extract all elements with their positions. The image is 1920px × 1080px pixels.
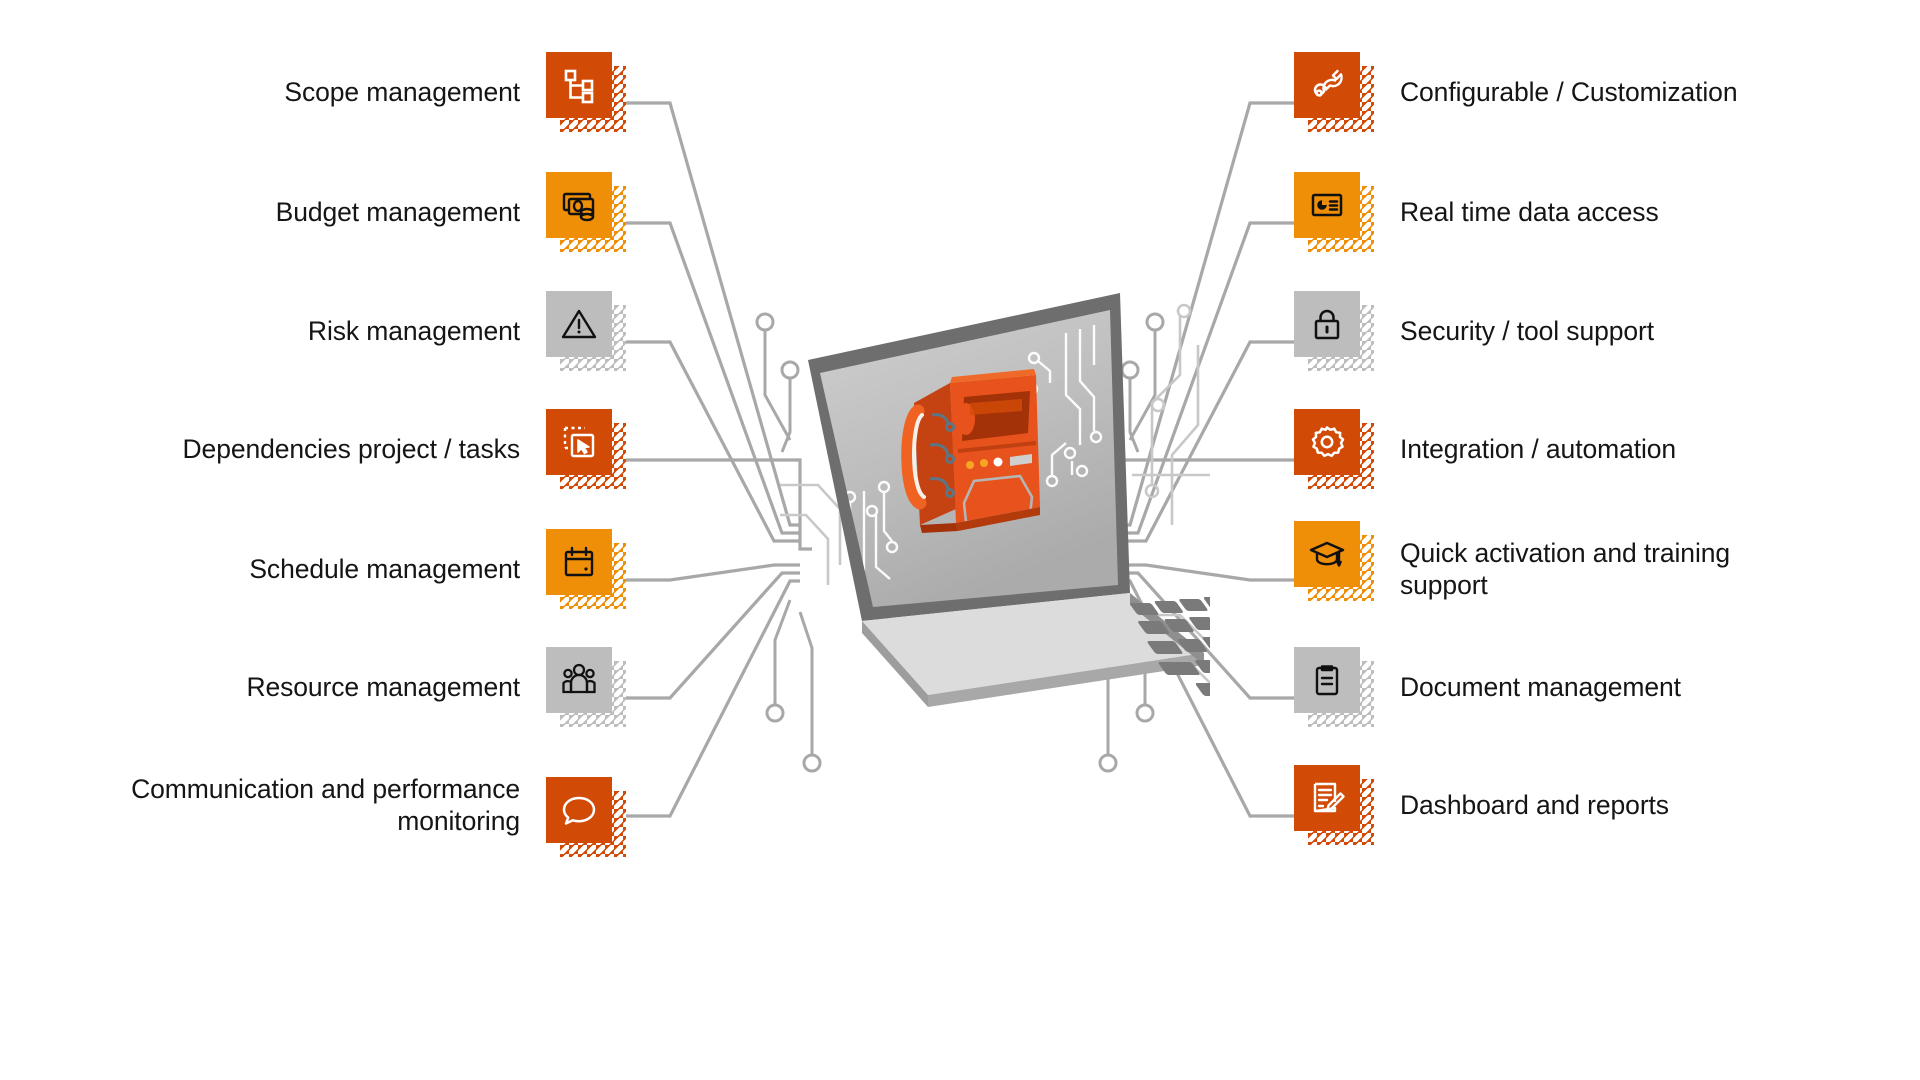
feature-communication-performance-monitoring[interactable]: Communication and performance monitoring: [0, 755, 626, 857]
clipboard-icon: [1294, 647, 1360, 713]
wrench-icon: [1294, 52, 1360, 118]
pad-left-a: [755, 312, 775, 332]
feature-label: Integration / automation: [1400, 433, 1677, 464]
document-pencil-icon: [1294, 765, 1360, 831]
feature-scope-management[interactable]: Scope management: [0, 50, 626, 134]
laptop-illustration: [780, 293, 1210, 707]
wire-risk: [626, 340, 800, 543]
feature-dependencies-project-tasks[interactable]: Dependencies project / tasks: [0, 407, 626, 491]
hierarchy-icon: [546, 52, 612, 118]
feature-label: Risk management: [307, 315, 520, 346]
feature-label: Dependencies project / tasks: [182, 433, 521, 464]
select-cursor-icon: [546, 409, 612, 475]
feature-label: Scope management: [284, 76, 520, 107]
pad-right-d: [1098, 753, 1118, 773]
feature-icon-tile[interactable]: [1294, 521, 1374, 601]
wire-communication: [626, 579, 800, 818]
device-led-3: [993, 457, 1003, 467]
feature-label: Schedule management: [249, 553, 520, 584]
feature-resource-management[interactable]: Resource management: [0, 645, 626, 729]
feature-configurable-customization[interactable]: Configurable / Customization: [1294, 50, 1920, 134]
calendar-icon: [546, 529, 612, 595]
feature-label: Real time data access: [1400, 196, 1659, 227]
warning-triangle-icon: [546, 291, 612, 357]
feature-quick-activation-training-support[interactable]: Quick activation and training support: [1294, 519, 1920, 619]
pad-left-d: [802, 753, 822, 773]
feature-icon-tile[interactable]: [1294, 291, 1374, 371]
feature-icon-tile[interactable]: [1294, 765, 1374, 845]
gear-icon: [1294, 409, 1360, 475]
money-icon: [546, 172, 612, 238]
feature-label: Dashboard and reports: [1400, 789, 1669, 820]
lock-icon: [1294, 291, 1360, 357]
presentation-chart-icon: [1294, 172, 1360, 238]
feature-security-tool-support[interactable]: Security / tool support: [1294, 289, 1920, 373]
device-led-2: [980, 459, 988, 467]
feature-budget-management[interactable]: Budget management: [0, 170, 626, 254]
wire-scope: [626, 101, 800, 527]
feature-dashboard-and-reports[interactable]: Dashboard and reports: [1294, 763, 1920, 847]
feature-icon-tile[interactable]: [546, 409, 626, 489]
speech-bubble-icon: [546, 777, 612, 843]
feature-icon-tile[interactable]: [546, 777, 626, 857]
laptop-keys: [1130, 597, 1210, 696]
feature-icon-tile[interactable]: [546, 291, 626, 371]
feature-label: Security / tool support: [1400, 315, 1654, 346]
feature-real-time-data-access[interactable]: Real time data access: [1294, 170, 1920, 254]
device-led-1: [966, 461, 974, 469]
feature-label: Budget management: [275, 196, 520, 227]
people-group-icon: [546, 647, 612, 713]
feature-icon-tile[interactable]: [1294, 52, 1374, 132]
feature-icon-tile[interactable]: [546, 647, 626, 727]
feature-label: Quick activation and training support: [1400, 537, 1731, 600]
feature-icon-tile[interactable]: [1294, 409, 1374, 489]
feature-integration-automation[interactable]: Integration / automation: [1294, 407, 1920, 491]
laptop-base-edge: [862, 621, 928, 707]
feature-risk-management[interactable]: Risk management: [0, 289, 626, 373]
wire-budget: [626, 221, 800, 535]
feature-icon-tile[interactable]: [1294, 172, 1374, 252]
wire-schedule: [626, 563, 800, 582]
feature-schedule-management[interactable]: Schedule management: [0, 527, 626, 611]
feature-label: Configurable / Customization: [1400, 76, 1738, 107]
feature-label: Document management: [1400, 671, 1681, 702]
feature-document-management[interactable]: Document management: [1294, 645, 1920, 729]
orange-device: [901, 369, 1040, 533]
laptop-deck: [862, 593, 1204, 695]
graduation-cap-icon: [1294, 521, 1360, 587]
feature-icon-tile[interactable]: [546, 529, 626, 609]
feature-icon-tile[interactable]: [546, 172, 626, 252]
feature-label: Communication and performance monitoring: [131, 773, 520, 836]
feature-icon-tile[interactable]: [546, 52, 626, 132]
feature-icon-tile[interactable]: [1294, 647, 1374, 727]
feature-label: Resource management: [246, 671, 520, 702]
wire-resource: [626, 571, 800, 700]
